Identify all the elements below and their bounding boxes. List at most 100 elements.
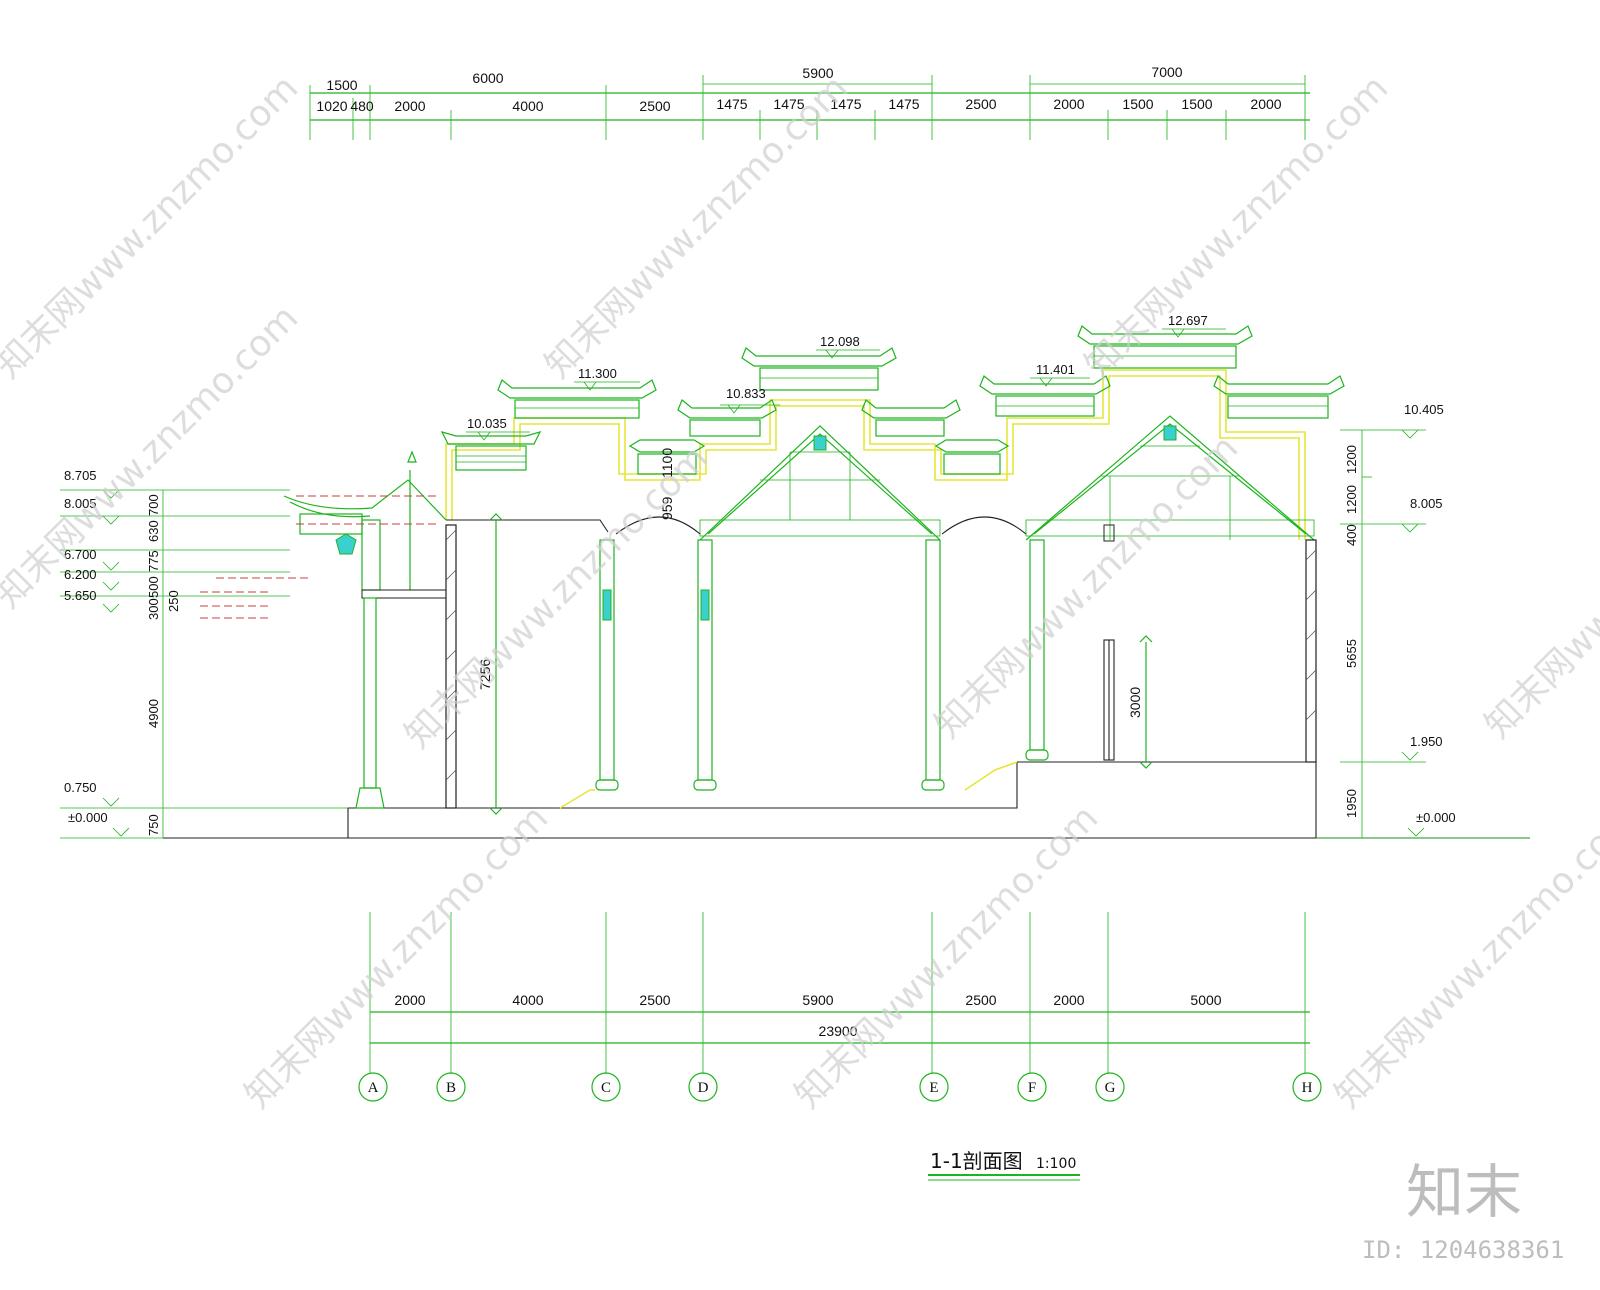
roof-cap-8 (979, 375, 1111, 417)
top-dim-overall-1: 1500 (326, 77, 357, 93)
right-elevation-4: ±0.000 (1416, 810, 1456, 825)
top-dim-detail-11: 2000 (1053, 96, 1084, 112)
roof-elevation-2: 11.300 (578, 366, 617, 381)
brand-logo-text: 知末 (1406, 1158, 1522, 1226)
bottom-dim-1: 2000 (394, 992, 425, 1008)
roof-elevation-5: 11.401 (1036, 362, 1075, 377)
left-vdim-6: 250 (166, 590, 181, 612)
bottom-dim-total: 23900 (819, 1023, 858, 1039)
left-elevation-6: 0.750 (64, 780, 97, 795)
dim-7256: 7256 (477, 659, 493, 690)
drawing-title-block: 1-1剖面图 1:100 (928, 1149, 1080, 1181)
bottom-dim-7: 5000 (1190, 992, 1221, 1008)
right-vdim-1: 1200 (1344, 445, 1359, 474)
watermark-8: 知末网www.znzmo.com (237, 798, 556, 1117)
top-dim-detail-14: 2000 (1250, 96, 1281, 112)
left-vdim-4: 500 (146, 576, 161, 598)
roof-cap-10 (1213, 375, 1345, 419)
roof-cap-4 (677, 399, 777, 437)
right-vdim-4: 5655 (1344, 639, 1359, 668)
left-elevation-1: 8.705 (64, 468, 97, 483)
left-elevation-7: ±0.000 (68, 810, 108, 825)
roof-elevation-marks: 10.035 11.300 10.833 12.098 11.401 12.69… (466, 313, 1226, 441)
roof-elevation-6: 12.697 (1168, 313, 1208, 328)
left-elevation-3: 6.700 (64, 547, 97, 562)
bottom-dim-3: 2500 (639, 992, 670, 1008)
roof-elevation-1: 10.035 (467, 416, 507, 431)
top-dim-detail-7: 1475 (773, 96, 804, 112)
top-dim-detail-9: 1475 (888, 96, 919, 112)
bottom-dim-2: 4000 (512, 992, 543, 1008)
wall-axis-b: 7256 (445, 513, 609, 815)
top-dim-overall-2: 6000 (472, 70, 503, 86)
roof-cap-1 (440, 431, 542, 471)
right-hall: 3000 959 1100 (659, 448, 1317, 769)
watermark-3: 知末网www.znzmo.com (1077, 68, 1396, 387)
watermark-2: 知末网www.znzmo.com (537, 68, 856, 387)
left-vdim-5: 300 (146, 598, 161, 620)
axis-label-b: B (446, 1080, 456, 1096)
top-dim-detail-10: 2500 (965, 96, 996, 112)
left-pavilion (283, 450, 447, 809)
top-dim-detail-5: 2500 (639, 98, 670, 114)
column-e (921, 539, 945, 791)
axis-label-c: C (601, 1080, 611, 1096)
watermark-9: 知末网www.znzmo.com (787, 798, 1106, 1117)
top-dim-detail-13: 1500 (1181, 96, 1212, 112)
watermark-7: 知末网www.znzmo.com (1477, 428, 1600, 747)
watermark-5: 知末网www.znzmo.com (397, 438, 716, 757)
top-dim-detail-2: 480 (350, 98, 374, 114)
bottom-dim-4: 5900 (802, 992, 833, 1008)
dim-3000: 3000 (1127, 687, 1143, 718)
axis-label-h: H (1302, 1080, 1313, 1096)
roof-cap-6 (861, 399, 961, 437)
left-vdim-1: 700 (146, 494, 161, 516)
roof-cap-7 (934, 439, 1010, 475)
top-dim-detail-1: 1020 (316, 98, 347, 114)
left-elevation-5: 5.650 (64, 588, 97, 603)
ground-and-platforms (163, 761, 1530, 839)
top-dim-detail-6: 1475 (716, 96, 747, 112)
dim-959: 959 (659, 496, 675, 520)
left-vdim-2: 630 (146, 520, 161, 542)
brand-mark: 知末 ID: 1204638361 (1362, 1158, 1564, 1264)
top-dim-overall-3: 5900 (802, 65, 833, 81)
right-vdim-3: 400 (1344, 524, 1359, 546)
left-elevation-scale: 8.705 8.005 6.700 6.200 5.650 0.750 ±0.0… (60, 468, 440, 839)
right-vdim-2: 1200 (1344, 485, 1359, 514)
left-vdim-8: 750 (146, 814, 161, 836)
left-elevation-4: 6.200 (64, 567, 97, 582)
bottom-dim-6: 2000 (1053, 992, 1084, 1008)
top-dim-detail-3: 2000 (394, 98, 425, 114)
column-f (1025, 539, 1049, 761)
top-dim-detail-4: 4000 (512, 98, 543, 114)
columns (595, 539, 1049, 791)
left-elevation-2: 8.005 (64, 496, 97, 511)
roof-cap-3 (628, 439, 706, 475)
column-c (595, 539, 619, 791)
column-d (693, 539, 717, 791)
watermark-10: 知末网www.znzmo.com (1327, 798, 1600, 1117)
roof-elevation-4: 12.098 (820, 334, 860, 349)
top-dim-detail-12: 1500 (1122, 96, 1153, 112)
left-vdim-3: 775 (146, 550, 161, 572)
top-dimension-chain: 1500 6000 5900 7000 1020 480 2000 4000 2… (309, 64, 1310, 140)
watermark-6: 知末网www.znzmo.com (927, 428, 1246, 747)
roof-elevation-3: 10.833 (726, 386, 766, 401)
axis-label-f: F (1028, 1080, 1036, 1096)
roof-caps (440, 325, 1345, 475)
right-elevation-3: 1.950 (1410, 734, 1443, 749)
left-vdim-7: 4900 (146, 699, 161, 728)
top-dim-overall-4: 7000 (1151, 64, 1182, 80)
roof-cap-5 (741, 347, 897, 391)
brand-id-text: ID: 1204638361 (1362, 1236, 1564, 1264)
axis-label-a: A (368, 1080, 379, 1096)
right-elevation-2: 8.005 (1410, 496, 1443, 511)
dim-1100: 1100 (659, 448, 675, 478)
axis-label-e: E (929, 1080, 938, 1096)
bottom-dimension-chain: 2000 4000 2500 5900 2500 2000 5000 23900 (369, 912, 1310, 1074)
right-vdim-5: 1950 (1344, 789, 1359, 818)
roof-cap-2 (497, 379, 657, 419)
top-dim-detail-8: 1475 (830, 96, 861, 112)
